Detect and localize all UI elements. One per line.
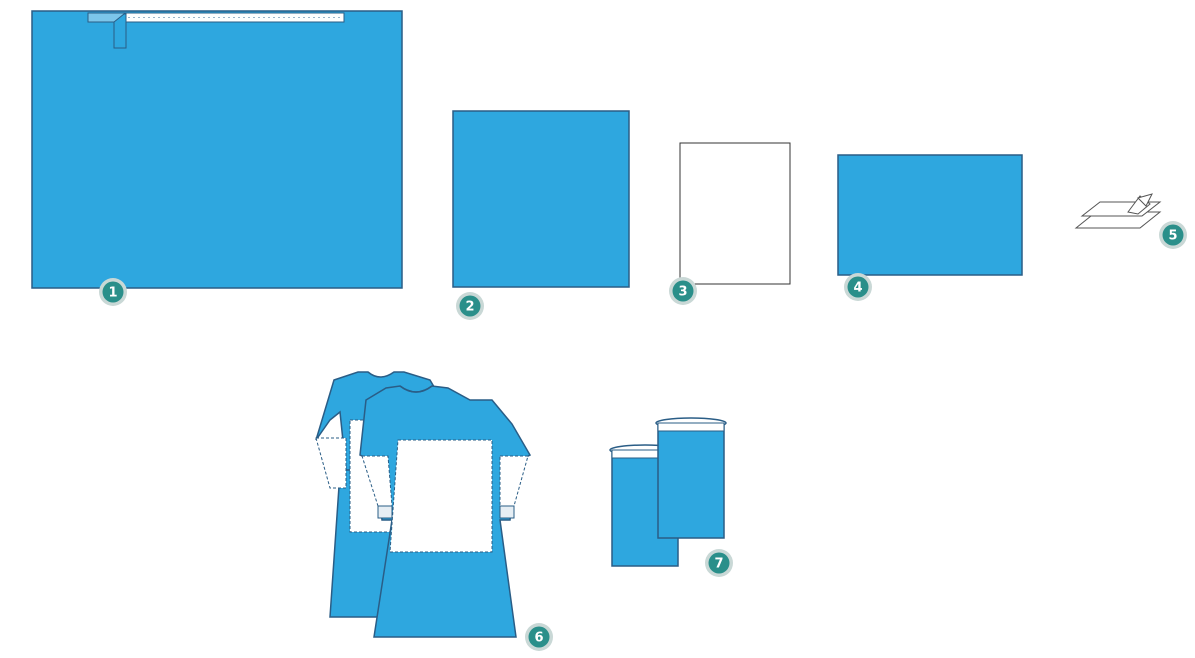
leg-cover-front <box>658 424 724 538</box>
badge-1: 1 <box>99 278 127 306</box>
leg-covers <box>610 418 726 566</box>
rectangular-drape <box>838 155 1022 275</box>
folded-towels <box>1076 194 1160 228</box>
badge-number: 5 <box>1168 229 1177 244</box>
right-sleeve-reinforcement <box>500 456 528 506</box>
badge-number: 4 <box>853 281 862 296</box>
badge-3: 3 <box>669 277 697 305</box>
badge-5: 5 <box>1159 221 1187 249</box>
badge-number: 3 <box>678 285 687 300</box>
white-paper-sheet <box>680 143 790 284</box>
surgical-gown-front <box>360 386 530 637</box>
badge-number: 2 <box>465 300 474 315</box>
square-drape <box>453 111 629 287</box>
large-drape <box>32 11 402 288</box>
badge-4: 4 <box>844 273 872 301</box>
reinforcement-panel <box>390 440 492 552</box>
badge-2: 2 <box>456 292 484 320</box>
badge-number: 6 <box>534 631 543 646</box>
badge-number: 7 <box>714 557 723 572</box>
badge-7: 7 <box>705 549 733 577</box>
badge-number: 1 <box>108 286 117 301</box>
badge-6: 6 <box>525 623 553 651</box>
